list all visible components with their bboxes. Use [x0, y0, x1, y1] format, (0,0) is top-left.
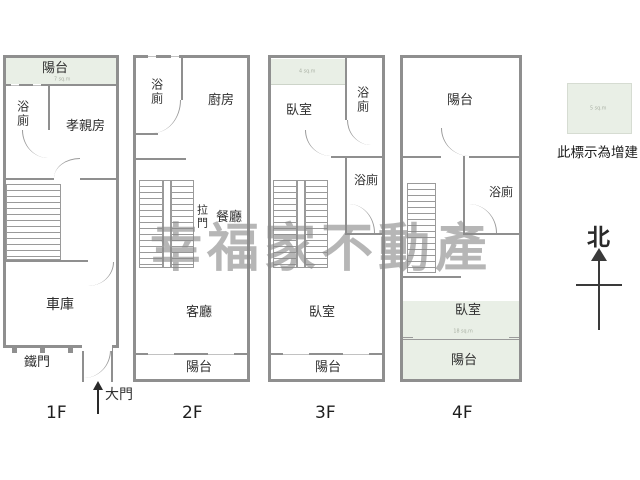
floor-3-bedroom-door-arc	[305, 130, 331, 156]
floor-2-sliding-door-label: 拉門	[195, 204, 209, 230]
floor-1-balcony-wall	[6, 84, 116, 86]
floor-3-addition-area-note: 4 sq.m	[299, 68, 316, 75]
floor-4-balcony-door-arc	[441, 128, 469, 156]
floor-3-bathroom-top-wall	[345, 58, 347, 120]
floor-2-window	[148, 55, 156, 58]
floor-4-addition-area	[403, 301, 519, 379]
floor-3-balcony-label: 陽台	[315, 360, 342, 375]
floor-1-balcony-addition-area	[6, 58, 116, 84]
floor-3-back-bedroom-label: 臥室	[309, 305, 336, 320]
floor-1-main-door-label: 大門	[105, 387, 133, 403]
floor-4-back-balcony-label: 陽台	[451, 353, 478, 368]
floor-4-divider-end-mark	[509, 337, 519, 338]
floor-1-window	[11, 84, 19, 86]
floor-2-balcony-label: 陽台	[186, 360, 213, 375]
floor-1-parents-door-arc	[54, 158, 80, 178]
floor-3-stairs-rail	[295, 181, 306, 267]
floor-3-balcony-wall	[271, 353, 382, 355]
floor-4-addition-area-note: 18 sq.m	[453, 328, 473, 335]
floor-4-label: 4F	[452, 403, 473, 423]
floor-3-stairs	[273, 180, 328, 268]
floor-1-parents-door-gap	[54, 178, 80, 180]
floor-1-balcony-label: 陽台	[42, 61, 69, 76]
floor-1-garage-door-arc	[88, 262, 114, 286]
floor-3-bathroom-mid-wall	[345, 156, 347, 233]
floor-3-plan: 4 sq.m 臥室 浴廁 浴廁 臥室 陽台	[268, 55, 385, 382]
north-arrow-line	[598, 260, 600, 330]
floor-4-balcony-wall-left	[403, 156, 441, 158]
floor-2-bathroom-wall	[181, 58, 183, 100]
floor-2-stairs	[139, 180, 194, 268]
floor-3-bathroom-mid-bottom-wall	[345, 233, 382, 235]
floor-2-stairs-rail	[161, 181, 172, 267]
floor-1-iron-gate-label: 鐵門	[24, 355, 51, 370]
floor-2-label: 2F	[182, 403, 203, 423]
floor-2-bathroom-label: 浴廁	[149, 78, 164, 106]
floor-1-entry-door-arc	[84, 350, 111, 378]
floor-1-entry-left-wall	[82, 348, 84, 382]
floor-1-gate-post	[12, 347, 17, 353]
floor-3-bathroom-mid-label: 浴廁	[354, 173, 379, 187]
floor-3-front-bedroom-label: 臥室	[286, 103, 313, 118]
floor-3-label: 3F	[315, 403, 336, 423]
floor-4-bathroom-label: 浴廁	[489, 185, 514, 199]
floor-2-kitchen-dining-wall	[136, 158, 186, 160]
floor-4-balcony-divider	[403, 339, 519, 340]
main-door-arrow-line	[97, 388, 99, 414]
floor-4-bedroom-label: 臥室	[455, 303, 482, 318]
floor-4-front-balcony-label: 陽台	[447, 93, 474, 108]
floor-2-bathroom-bottom-wall	[136, 133, 158, 135]
north-crossbar	[576, 284, 622, 286]
floor-1-entry-right-wall	[111, 348, 113, 382]
floor-3-addition-area	[271, 59, 345, 85]
floor-4-plan: 陽台 浴廁 臥室 18 sq.m 陽台	[400, 55, 522, 382]
main-door-arrow-head	[93, 381, 103, 390]
floor-1-garage-label: 車庫	[46, 297, 74, 313]
floor-3-balcony-window	[343, 353, 369, 355]
floor-3-bathroom-top-label: 浴廁	[355, 86, 370, 114]
floor-1-entry-gap	[82, 342, 112, 351]
floor-4-bathroom-bottom-wall	[463, 233, 519, 235]
floor-1-plan: 陽台 7 sq.m 浴廁 孝親房 車庫	[3, 55, 119, 351]
floor-1-gate-post	[40, 347, 45, 353]
floor-3-bedroom-bottom-wall	[331, 156, 382, 158]
floor-3-bathroom-top-door-arc	[347, 120, 371, 145]
floor-2-plan: 浴廁 廚房 拉門 餐廳 客廳 陽台	[133, 55, 250, 382]
floor-1-bathroom-label: 浴廁	[15, 100, 30, 128]
legend-addition-text: 此標示為增建	[557, 145, 638, 161]
floor-2-living-label: 客廳	[186, 305, 213, 320]
floor-2-balcony-window	[148, 353, 174, 355]
floor-4-stair-bottom-wall	[403, 276, 461, 278]
north-arrow-icon	[591, 248, 607, 261]
floor-4-bathroom-wall	[463, 156, 465, 233]
north-label: 北	[587, 225, 610, 251]
floor-2-balcony-wall	[136, 353, 247, 355]
floor-1-garage-top-wall	[6, 260, 88, 262]
realty-watermark: 幸福家不動產	[150, 219, 493, 279]
floor-1-bathroom-divider-wall	[48, 86, 50, 130]
floor-4-stairs	[407, 183, 436, 273]
floor-4-balcony-wall-right	[469, 156, 519, 158]
floor-1-label: 1F	[46, 403, 67, 423]
floor-1-bathroom-door-arc	[22, 130, 48, 158]
legend-swatch-note: 5 sq.m	[590, 105, 607, 112]
floor-2-kitchen-label: 廚房	[208, 93, 235, 108]
floor-2-dining-label: 餐廳	[216, 210, 243, 225]
floor-1-balcony-area-note: 7 sq.m	[54, 76, 71, 83]
floor-1-parents-room-label: 孝親房	[66, 119, 106, 134]
floor-1-stairs	[6, 184, 61, 260]
floor-2-window	[171, 55, 179, 58]
legend-addition-swatch: 5 sq.m	[567, 83, 632, 134]
floor-3-balcony-window	[283, 353, 309, 355]
floor-2-balcony-window	[208, 353, 234, 355]
floor-1-gate-post	[68, 347, 73, 353]
floor-1-window	[33, 84, 41, 86]
floor-4-divider-end-mark	[403, 337, 413, 338]
